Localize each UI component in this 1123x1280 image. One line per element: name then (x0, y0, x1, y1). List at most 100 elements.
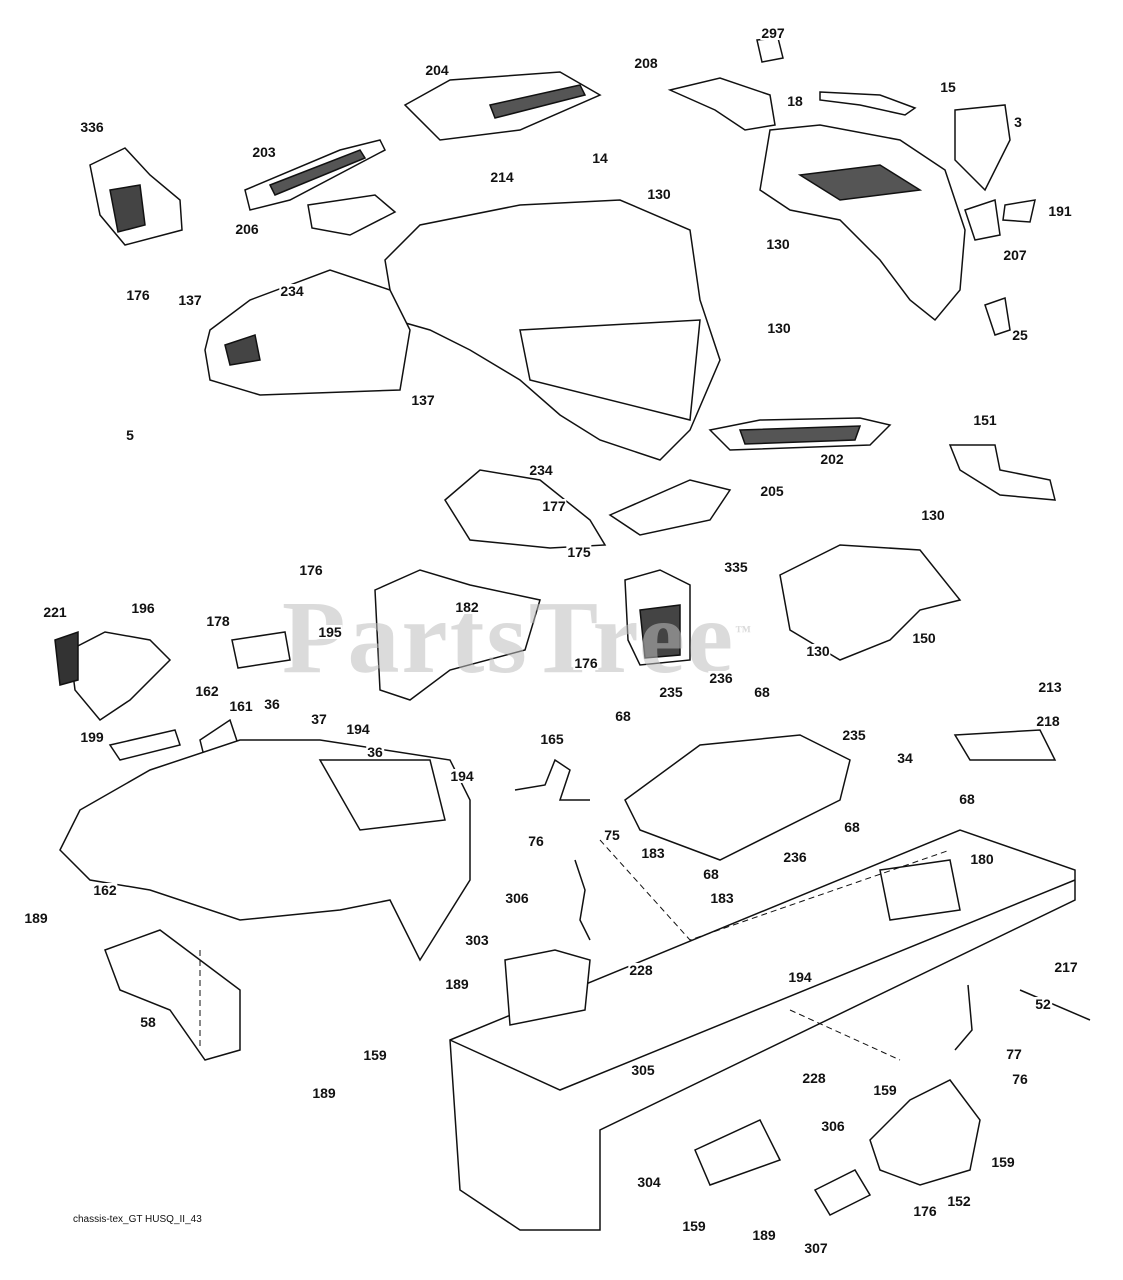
callout-label: 235 (658, 684, 684, 700)
callout-label: 189 (311, 1085, 337, 1101)
part-175 (444, 469, 607, 549)
callout-label: 52 (1034, 996, 1052, 1012)
callout-label: 189 (751, 1227, 777, 1243)
callout-label: 165 (539, 731, 565, 747)
callout-label: 68 (958, 791, 976, 807)
callout-label: 180 (969, 851, 995, 867)
callout-label: 162 (92, 882, 118, 898)
callout-label: 199 (79, 729, 105, 745)
callout-label: 75 (603, 827, 621, 843)
part-75-rod (574, 859, 591, 941)
callout-label: 68 (614, 708, 632, 724)
callout-label: 68 (843, 819, 861, 835)
callout-label: 297 (760, 25, 786, 41)
part-58-bracket (104, 929, 241, 1061)
callout-label: 214 (489, 169, 515, 185)
part-180-frame (449, 829, 1076, 1231)
callout-label: 183 (709, 890, 735, 906)
callout-label: 194 (787, 969, 813, 985)
part-178 (231, 631, 291, 669)
callout-label: 303 (464, 932, 490, 948)
callout-label: 218 (1035, 713, 1061, 729)
callout-label: 189 (444, 976, 470, 992)
part-307 (813, 1169, 872, 1216)
callout-label: 189 (23, 910, 49, 926)
part-25 (984, 296, 1011, 336)
part-199 (108, 729, 181, 761)
part-151-bracket (948, 444, 1056, 501)
callout-label: 191 (1047, 203, 1073, 219)
callout-label: 195 (317, 624, 343, 640)
part-303 (504, 949, 591, 1026)
callout-label: 207 (1002, 247, 1028, 263)
callout-label: 228 (628, 962, 654, 978)
part-5-dash (204, 269, 411, 396)
callout-label: 336 (79, 119, 105, 135)
callout-label: 130 (766, 320, 792, 336)
part-34-plate (624, 734, 851, 861)
callout-label: 203 (251, 144, 277, 160)
callout-label: 150 (911, 630, 937, 646)
callout-label: 14 (591, 150, 609, 166)
callout-label: 151 (972, 412, 998, 428)
callout-label: 217 (1053, 959, 1079, 975)
callout-label: 37 (310, 711, 328, 727)
callout-label: 228 (801, 1070, 827, 1086)
callout-label: 58 (139, 1014, 157, 1030)
callout-label: 307 (803, 1240, 829, 1256)
callout-label: 177 (541, 498, 567, 514)
callout-label: 176 (573, 655, 599, 671)
part-217-rod (1019, 989, 1091, 1021)
callout-label: 306 (820, 1118, 846, 1134)
callout-label: 206 (234, 221, 260, 237)
callout-label: 162 (194, 683, 220, 699)
part-182 (374, 569, 541, 701)
part-15 (819, 91, 917, 116)
callout-label: 159 (681, 1218, 707, 1234)
callout-label: 137 (410, 392, 436, 408)
callout-label: 175 (566, 544, 592, 560)
callout-label: 196 (130, 600, 156, 616)
callout-label: 236 (708, 670, 734, 686)
callout-label: 161 (228, 698, 254, 714)
part-208 (667, 77, 776, 131)
watermark-text: PartsTree (282, 580, 736, 695)
part-218-bar (953, 729, 1057, 761)
part-165-rod (514, 758, 590, 801)
callout-label: 221 (42, 604, 68, 620)
callout-label: 34 (896, 750, 914, 766)
callout-label: 194 (345, 721, 371, 737)
callout-label: 76 (527, 833, 545, 849)
callout-label: 18 (786, 93, 804, 109)
callout-label: 3 (1013, 114, 1023, 130)
part-77-rod (954, 984, 973, 1051)
callout-label: 236 (782, 849, 808, 865)
part-207 (964, 199, 1001, 241)
part-152-bracket (869, 1079, 981, 1186)
callout-label: 176 (298, 562, 324, 578)
callout-label: 205 (759, 483, 785, 499)
callout-label: 213 (1037, 679, 1063, 695)
part-191 (1002, 199, 1036, 223)
callout-label: 235 (841, 727, 867, 743)
callout-label: 36 (263, 696, 281, 712)
callout-label: 159 (872, 1082, 898, 1098)
callout-label: 68 (753, 684, 771, 700)
callout-label: 76 (1011, 1071, 1029, 1087)
callout-label: 204 (424, 62, 450, 78)
callout-label: 304 (636, 1174, 662, 1190)
callout-label: 176 (912, 1203, 938, 1219)
part-196 (69, 631, 172, 721)
callout-label: 15 (939, 79, 957, 95)
partstree-watermark: PartsTree™ (282, 578, 753, 697)
callout-label: 130 (920, 507, 946, 523)
part-297 (756, 37, 784, 63)
callout-label: 202 (819, 451, 845, 467)
callout-label: 25 (1011, 327, 1029, 343)
part-18-front-nose (759, 124, 966, 322)
callout-label: 152 (946, 1193, 972, 1209)
callout-label: 130 (805, 643, 831, 659)
callout-label: 159 (990, 1154, 1016, 1170)
callout-label: 137 (177, 292, 203, 308)
